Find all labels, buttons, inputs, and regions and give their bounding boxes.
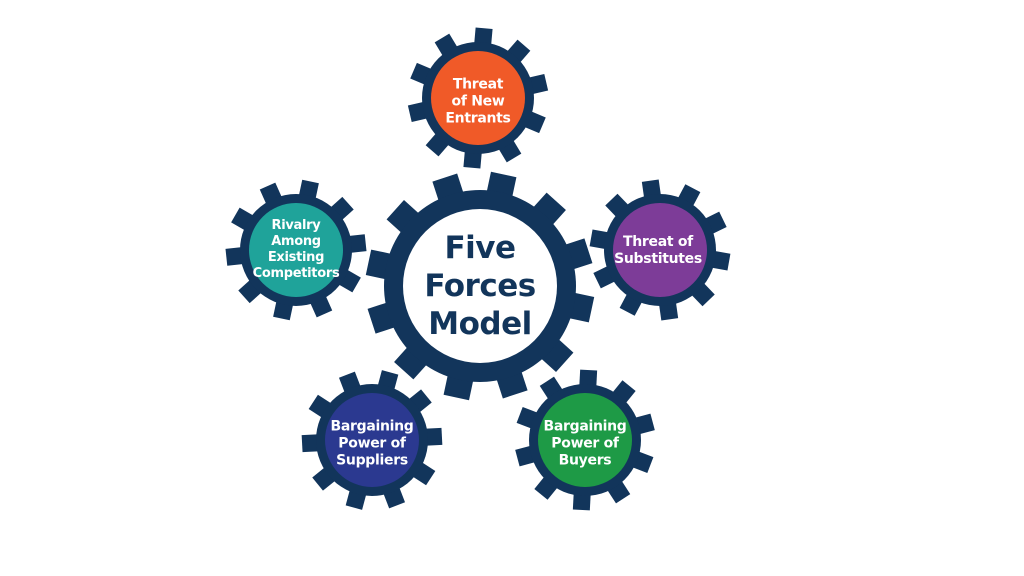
- gear-center: [365, 171, 595, 401]
- label-line: Suppliers: [336, 452, 408, 469]
- gear-face: [613, 203, 707, 297]
- gear-threat-of-new-entrants: [407, 27, 549, 169]
- label-threat-of-new-entrants: Threat of New Entrants: [445, 77, 510, 128]
- gear-tooth: [538, 336, 574, 372]
- gear-face: [538, 393, 632, 487]
- center-label: Five Forces Model: [424, 229, 536, 343]
- label-line: Existing: [267, 250, 325, 265]
- label-line: Bargaining: [543, 418, 627, 435]
- label-line: Rivalry: [271, 218, 321, 233]
- label-line: Entrants: [445, 110, 511, 127]
- center-line: Forces: [424, 268, 536, 304]
- gear-tooth: [386, 200, 422, 236]
- label-rivalry: Rivalry Among Existing Competitors: [253, 218, 340, 282]
- gear-face: [403, 209, 557, 363]
- label-line: of New: [451, 93, 505, 110]
- gear-bargaining-power-of-buyers: [515, 369, 655, 511]
- gear-face: [249, 203, 343, 297]
- label-line: Threat of: [623, 234, 693, 250]
- gear-rivalry-among-existing-competitors: [225, 179, 367, 321]
- gear-threat-of-substitutes: [589, 179, 731, 321]
- label-bargaining-power-of-buyers: Bargaining Power of Buyers: [543, 419, 626, 470]
- center-line: Model: [428, 306, 532, 342]
- label-line: Power of: [551, 435, 619, 452]
- gear-tooth: [530, 192, 566, 228]
- label-line: Among: [271, 234, 321, 249]
- label-line: Bargaining: [330, 418, 414, 435]
- center-line: Five: [444, 230, 516, 266]
- gear-face: [325, 393, 419, 487]
- gear-bargaining-power-of-suppliers: [301, 370, 443, 510]
- label-line: Competitors: [252, 266, 340, 281]
- label-line: Power of: [338, 435, 406, 452]
- gear-tooth: [394, 344, 430, 380]
- gear-face: [431, 51, 525, 145]
- label-bargaining-power-of-suppliers: Bargaining Power of Suppliers: [330, 419, 413, 470]
- label-threat-of-substitutes: Threat of Substitutes: [614, 234, 702, 268]
- label-line: Threat: [452, 76, 504, 93]
- label-line: Substitutes: [614, 251, 702, 267]
- label-line: Buyers: [558, 452, 612, 469]
